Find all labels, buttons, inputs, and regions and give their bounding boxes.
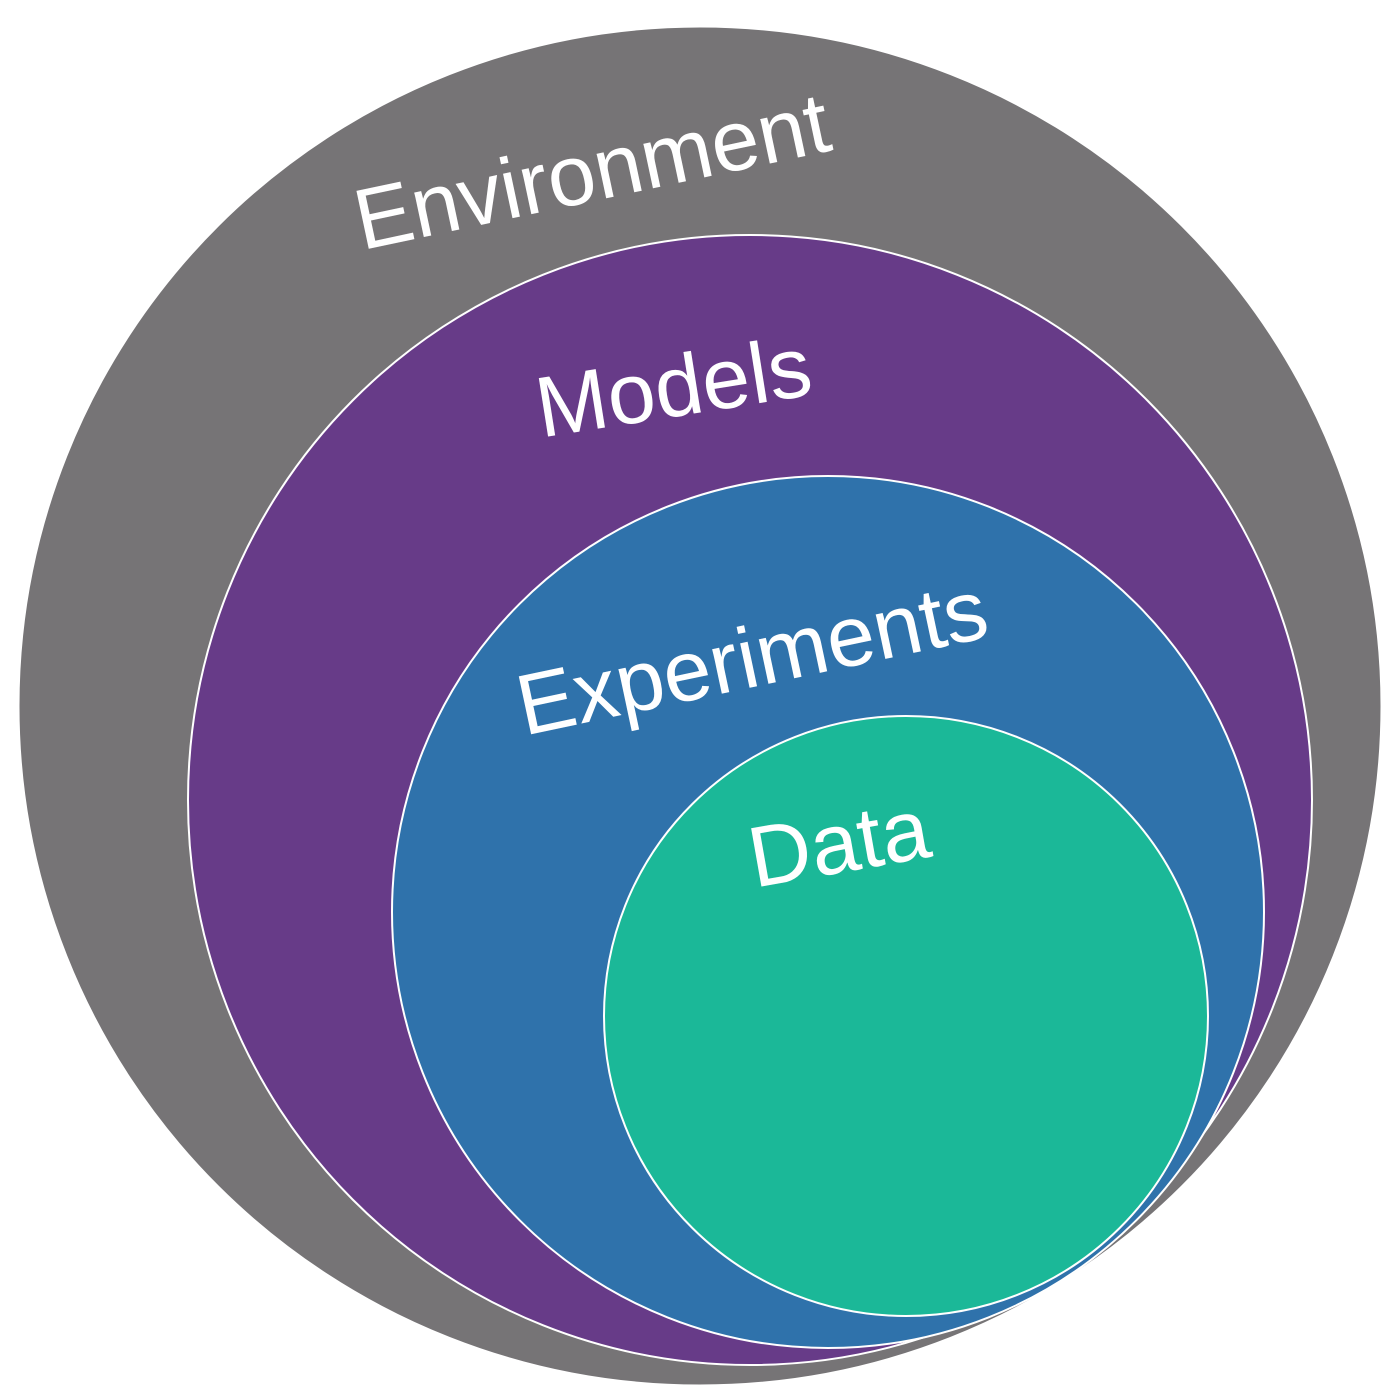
data-circle: [603, 715, 1209, 1317]
